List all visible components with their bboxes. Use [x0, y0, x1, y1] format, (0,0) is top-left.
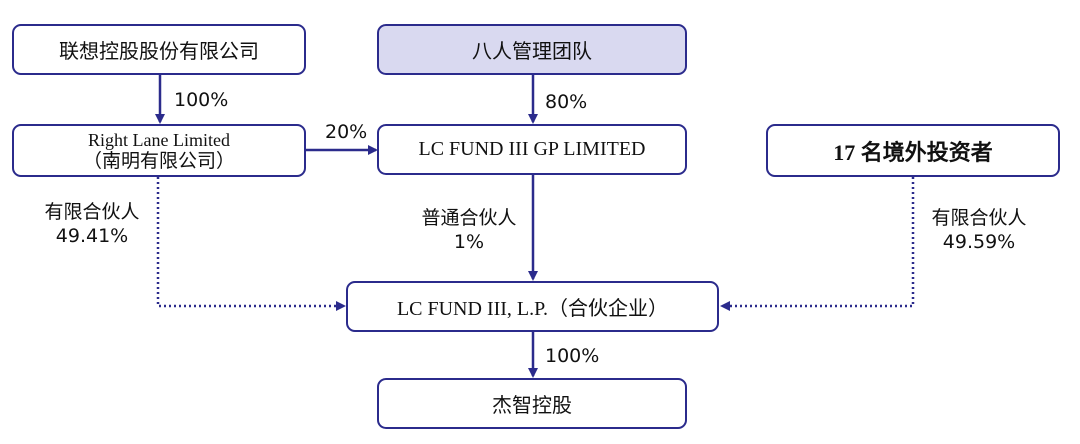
node-lc-fund: LC FUND III, L.P.（合伙企业）: [346, 281, 719, 332]
arrow-rightlane-to-fund: [156, 177, 346, 311]
node-foreign-investors-label: 17 名境外投资者: [833, 139, 993, 165]
edge-label-foreign-fund: 有限合伙人 49.59%: [918, 206, 1040, 254]
node-foreign-investors: 17 名境外投资者: [766, 124, 1060, 177]
edge-label-rightlane-gp: 20%: [325, 121, 368, 143]
node-gp-limited: LC FUND III GP LIMITED: [377, 124, 687, 175]
edge-label-gp-fund: 普通合伙人 1%: [410, 206, 528, 254]
arrow-foreign-to-fund: [720, 177, 915, 311]
edge-label-fund-jiezhi: 100%: [545, 345, 600, 367]
node-right-lane-cn: （南明有限公司）: [82, 149, 235, 172]
node-right-lane: Right Lane Limited （南明有限公司）: [12, 124, 306, 177]
node-management-team-label: 八人管理团队: [472, 39, 592, 63]
edge-label-team-gp: 80%: [545, 91, 588, 113]
node-right-lane-en: Right Lane Limited: [88, 129, 230, 150]
edge-label-gp-fund-pct: 1%: [453, 231, 485, 253]
node-management-team: 八人管理团队: [377, 24, 687, 75]
edge-label-lenovo-rightlane: 100%: [174, 89, 229, 111]
edge-label-rightlane-fund-role: 有限合伙人: [44, 201, 140, 223]
node-jiezhi: 杰智控股: [377, 378, 687, 429]
node-gp-limited-label: LC FUND III GP LIMITED: [418, 138, 646, 160]
node-lc-fund-label: LC FUND III, L.P.（合伙企业）: [396, 298, 669, 320]
node-lenovo-label: 联想控股股份有限公司: [59, 39, 259, 63]
edge-label-foreign-fund-pct: 49.59%: [942, 231, 1016, 253]
edge-label-rightlane-fund: 有限合伙人 49.41%: [36, 200, 148, 248]
node-lenovo: 联想控股股份有限公司: [12, 24, 306, 75]
node-jiezhi-label: 杰智控股: [492, 393, 572, 417]
edge-label-rightlane-fund-pct: 49.41%: [55, 225, 129, 247]
edge-label-foreign-fund-role: 有限合伙人: [931, 207, 1027, 229]
edge-label-gp-fund-role: 普通合伙人: [421, 207, 517, 229]
